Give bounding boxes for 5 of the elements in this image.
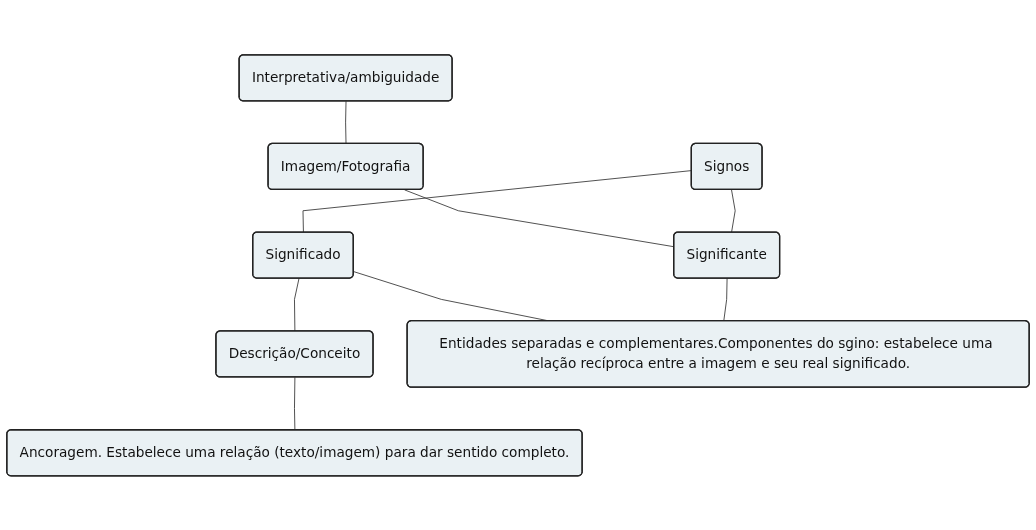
connector [294, 277, 300, 332]
connector [723, 277, 728, 322]
connector [294, 376, 296, 431]
connector [345, 100, 347, 144]
connector [731, 189, 736, 233]
